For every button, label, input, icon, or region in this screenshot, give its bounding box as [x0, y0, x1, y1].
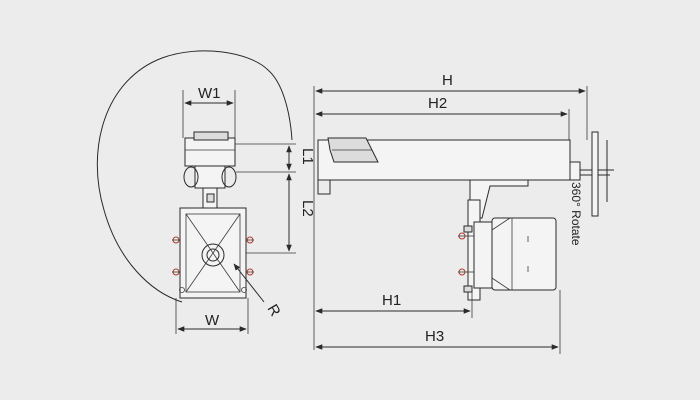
rotate-label: 360° Rotate — [569, 182, 583, 246]
h-label: H — [442, 72, 453, 89]
h2-label: H2 — [428, 95, 447, 112]
top-view: W1 W — [96, 50, 316, 334]
w-label: W — [205, 312, 220, 329]
l1-label: L1 — [299, 148, 316, 165]
mount-flange — [591, 131, 599, 217]
w1-label: W1 — [198, 85, 221, 102]
side-view: H H2 3 — [313, 72, 614, 354]
motor-body — [491, 217, 557, 291]
rotation-mount — [569, 161, 581, 181]
r-label: R — [264, 302, 284, 320]
h3-label: H3 — [425, 328, 444, 345]
swing-radius-arc — [96, 50, 269, 303]
motor-shaft-circle — [201, 243, 225, 267]
l2-label: L2 — [299, 200, 316, 217]
gripper-head — [184, 137, 236, 167]
h1-label: H1 — [382, 292, 401, 309]
r-leader-line — [233, 263, 265, 303]
